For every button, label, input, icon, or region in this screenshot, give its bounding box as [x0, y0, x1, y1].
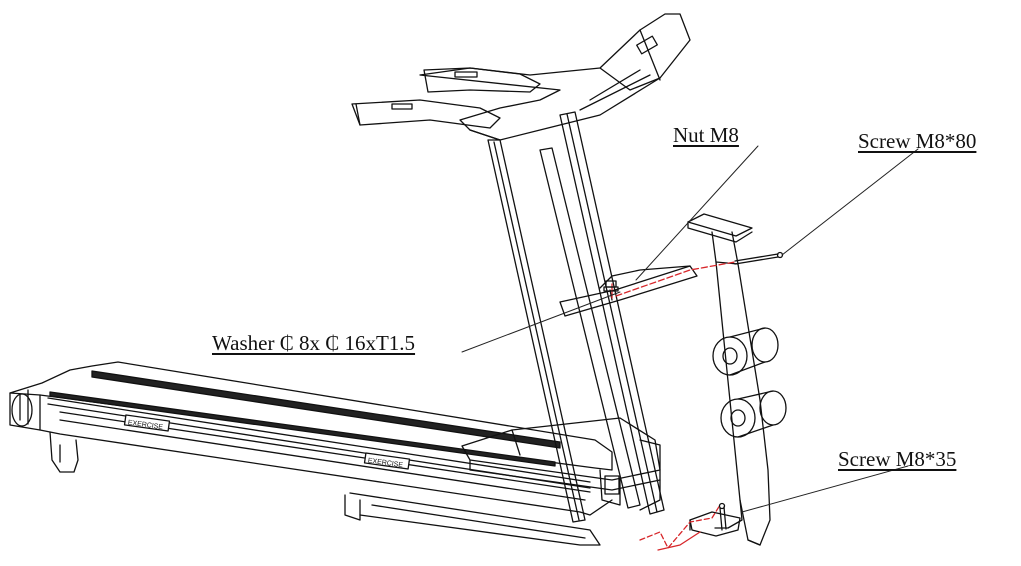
upright-inner — [539, 147, 641, 509]
nut-washer-part — [603, 280, 619, 292]
callout-washer: Washer ₵ 8x ₵ 16xT1.5 — [212, 331, 416, 355]
handlebar-right — [423, 67, 541, 93]
upright-right — [559, 111, 665, 515]
roller-lower — [720, 390, 787, 438]
handlebar-left — [351, 99, 501, 129]
deck-label-left: EXERCISE — [127, 419, 163, 431]
deck-label-right: EXERCISE — [367, 457, 403, 469]
treadmill-deck — [9, 361, 613, 546]
callout-nut-m8: Nut M8 — [673, 123, 739, 147]
screw-m8-35-part — [718, 502, 727, 531]
deck-stickers: EXERCISE EXERCISE — [123, 414, 411, 470]
motor-hood — [461, 417, 661, 511]
screw-m8-80-part — [734, 251, 784, 265]
upright-left — [487, 139, 586, 523]
roller-upper — [712, 327, 779, 376]
callout-screw-m8-80: Screw M8*80 — [858, 129, 977, 153]
base-bracket — [689, 511, 741, 537]
callout-screw-m8-35: Screw M8*35 — [838, 447, 957, 471]
fastener-guides — [611, 261, 736, 551]
leader-lines — [461, 145, 919, 513]
console — [419, 13, 691, 141]
